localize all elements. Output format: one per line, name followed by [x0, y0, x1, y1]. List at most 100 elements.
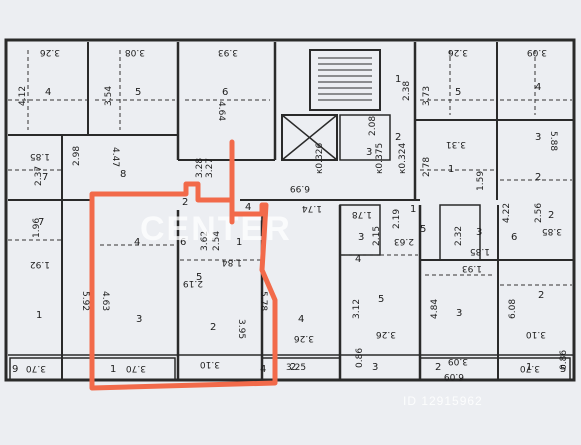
room-number: 5 [135, 87, 141, 98]
dim-label: 6.99 [290, 183, 310, 193]
dim-label: 5.88 [548, 131, 558, 151]
dim-label: 3.62 [200, 231, 210, 251]
room-number: 3 [372, 362, 378, 373]
room-number: 9 [12, 364, 18, 375]
dim-label: 3.26 [294, 333, 314, 343]
dim-label: 3.10 [200, 359, 220, 369]
dim-label: 3.10 [526, 329, 546, 339]
dim-label: 3.26 [376, 329, 396, 339]
room-number: 4 [355, 254, 361, 265]
dim-label: 3.28 [195, 158, 205, 178]
room-number: 7 [38, 217, 44, 228]
dim-label: 2.19 [183, 278, 203, 288]
dim-label: 3.73 [422, 86, 432, 106]
dim-label: 4.84 [430, 299, 440, 319]
dim-label: 3.54 [104, 86, 114, 106]
dim-label: 2.54 [212, 231, 222, 251]
room-number: 5 [420, 224, 426, 235]
dim-label: 2.38 [402, 81, 412, 101]
dim-label: 3.85 [542, 226, 562, 236]
room-number: 7 [42, 172, 48, 183]
highlighted-apartment-outline [89, 139, 278, 391]
dim-label: 2.08 [368, 116, 378, 136]
dim-label: 3.12 [352, 299, 362, 319]
room-number: 1 [526, 362, 532, 373]
room-numbers: 4 5 6 5 4 7 8 1 2 3 1 3 2 7 4 6 1 5 3 4 … [12, 74, 566, 375]
room-number: 2 [538, 290, 544, 301]
dim-label: 2.32 [454, 226, 464, 246]
dim-label: 1.74 [302, 203, 322, 213]
dim-label: 3.95 [236, 319, 246, 339]
dim-label: 1.85 [470, 246, 490, 256]
dim-label: 2.98 [72, 146, 82, 166]
dim-label: к0.375 [375, 143, 385, 174]
watermark-brand: CENTER [140, 210, 292, 248]
dim-label: 1.59 [476, 171, 486, 191]
room-number: 2 [435, 362, 441, 373]
dim-label: 1.93 [462, 263, 482, 273]
dim-label: 1.78 [352, 209, 372, 219]
dim-label: 3.26 [40, 47, 60, 57]
room-number: 4 [134, 237, 140, 248]
dim-label: 2.56 [534, 203, 544, 223]
room-number: 2 [395, 132, 401, 143]
room-number: 1 [110, 364, 116, 375]
dim-label: 4.12 [18, 86, 28, 106]
room-number: 4 [260, 364, 266, 375]
room-number: 5 [455, 87, 461, 98]
dim-label: 1.84 [222, 257, 242, 267]
stair-treads [318, 57, 372, 101]
dim-label: 4.47 [110, 147, 120, 167]
room-number: 1 [36, 310, 42, 321]
room-number: 4 [45, 87, 51, 98]
room-number: 3 [136, 314, 142, 325]
dim-label: 3.26 [448, 47, 468, 57]
dim-label: 3.70 [520, 363, 540, 373]
room-number: 3 [535, 132, 541, 143]
room-number: 6 [180, 237, 186, 248]
room-number: 4 [298, 314, 304, 325]
room-number: 2 [182, 197, 188, 208]
listing-id: ID 12915962 [403, 394, 483, 408]
dim-label: 3.09 [527, 47, 547, 57]
dimension-labels: 3.26 3.08 3.93 3.26 3.09 4.12 3.54 4.64 … [18, 47, 569, 381]
room-number: 3 [456, 308, 462, 319]
room-number: 3 [366, 147, 372, 158]
dim-label: 6.09 [444, 371, 464, 381]
dim-label: 1.96 [32, 218, 42, 238]
dim-label: 3.08 [125, 47, 145, 57]
dim-label: 3.70 [126, 363, 146, 373]
dim-label: 3.70 [26, 363, 46, 373]
room-number: 2 [535, 172, 541, 183]
room-number: 1 [236, 237, 242, 248]
dim-label: 3.27 [205, 158, 215, 178]
room-number: 2 [548, 210, 554, 221]
room-number: 6 [511, 232, 517, 243]
dim-label: к0.324 [398, 143, 408, 174]
dim-label: 2.63 [394, 236, 414, 246]
room-number: 5 [560, 364, 566, 375]
room-number: 1 [410, 204, 416, 215]
dim-label: 5.92 [80, 291, 90, 311]
room-number: 1 [448, 164, 454, 175]
room-number: 4 [245, 202, 251, 213]
dim-label: 1.92 [30, 259, 50, 269]
dim-label: 4.64 [216, 101, 226, 121]
dim-label: 3.31 [446, 139, 466, 149]
room-number: 3 [358, 232, 364, 243]
room-number: 4 [535, 82, 541, 93]
room-number: 6 [222, 87, 228, 98]
dim-label: 3.25 [286, 363, 306, 373]
room-number: 2 [210, 322, 216, 333]
dim-label: 0.86 [355, 348, 365, 368]
room-number: 3 [476, 227, 482, 238]
dim-label: 4.22 [502, 203, 512, 223]
room-number: 1 [395, 74, 401, 85]
highlight-main-outline [89, 181, 278, 391]
dim-label: 5.78 [258, 291, 268, 311]
dim-label: 0.86 [559, 350, 569, 370]
dim-label: 6.08 [508, 299, 518, 319]
dim-label: 2.15 [372, 226, 382, 246]
